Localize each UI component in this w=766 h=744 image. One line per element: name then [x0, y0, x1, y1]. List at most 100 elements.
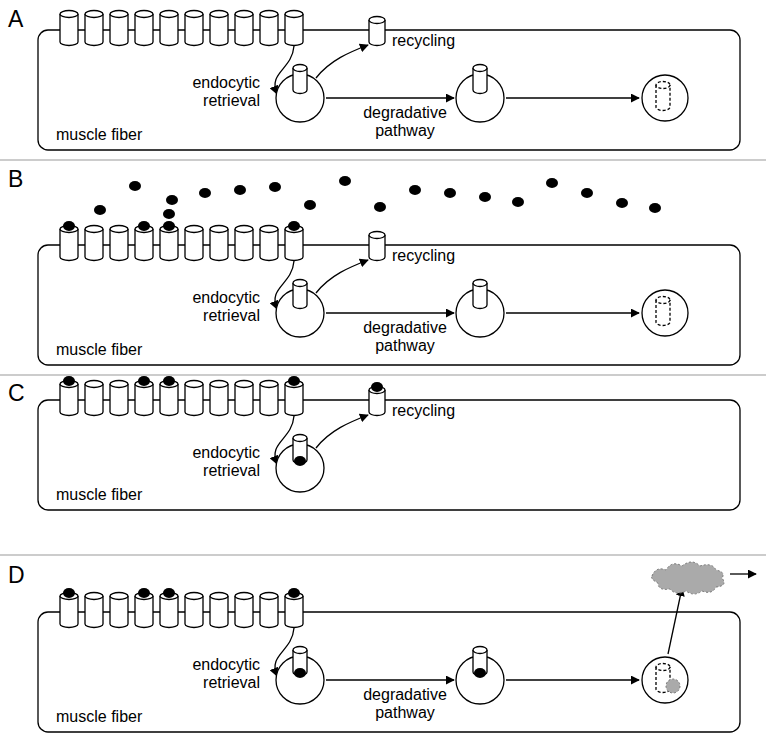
panel-figure — [38, 562, 756, 732]
channel-symbol — [110, 11, 128, 46]
pathway-arrow — [326, 679, 454, 680]
antibody-dot — [581, 188, 593, 198]
fiber-outline — [38, 30, 740, 150]
channel-symbol — [85, 593, 103, 628]
antibody-dot — [288, 588, 300, 598]
antibody-dot — [371, 382, 383, 392]
antibody-dot — [339, 176, 351, 186]
step-label: recycling — [392, 32, 455, 50]
channel-symbol — [235, 11, 253, 46]
channel-symbol — [235, 381, 253, 416]
panel-figure — [38, 176, 740, 365]
antibody-dot — [304, 200, 316, 210]
pathway-arrow — [730, 573, 756, 574]
antibody-dot — [269, 182, 281, 192]
channel-symbol — [260, 226, 278, 261]
fiber-label: muscle fiber — [56, 341, 142, 359]
channel-symbol — [210, 381, 228, 416]
fiber-outline — [38, 612, 740, 732]
antibody-dot — [234, 185, 246, 195]
panel-separator — [0, 375, 766, 376]
pathway-arrow — [668, 588, 682, 654]
vesicle — [642, 75, 688, 121]
degraded-fragment — [666, 679, 680, 693]
panel-letter: A — [8, 6, 23, 32]
step-label: degradative pathway — [350, 319, 460, 356]
step-label: recycling — [392, 247, 455, 265]
channel-symbol — [110, 226, 128, 261]
antibody-dot — [199, 188, 211, 198]
antibody-dot — [512, 197, 524, 207]
channel-symbol — [260, 381, 278, 416]
channel-symbol — [235, 593, 253, 628]
antibody-dot — [649, 203, 661, 213]
antibody-dot — [546, 178, 558, 188]
antibody-dot — [616, 198, 628, 208]
vesicle — [642, 657, 688, 703]
panel-figure — [38, 376, 740, 510]
channel-symbol — [235, 226, 253, 261]
antibody-dot — [163, 376, 175, 386]
channel-symbol — [285, 11, 303, 46]
channel-symbol — [293, 65, 307, 94]
channel-symbol — [260, 11, 278, 46]
antibody-dot — [409, 185, 421, 195]
channel-symbol — [185, 381, 203, 416]
panel-letter: B — [8, 166, 23, 192]
pathway-arrow — [506, 312, 639, 313]
pathway-arrow — [316, 415, 368, 448]
fiber-label: muscle fiber — [56, 126, 142, 144]
released-fragments — [652, 562, 724, 594]
channel-symbol — [185, 593, 203, 628]
step-label: endocytic retrieval — [150, 289, 260, 326]
antibody-dot — [63, 376, 75, 386]
antibody-dot — [138, 221, 150, 231]
antibody-dot — [94, 205, 106, 215]
pathway-arrow — [316, 260, 368, 293]
step-label: endocytic retrieval — [150, 656, 260, 693]
channel-symbol — [110, 593, 128, 628]
fiber-label: muscle fiber — [56, 708, 142, 726]
step-label: degradative pathway — [350, 686, 460, 723]
panel-letter: D — [8, 562, 25, 588]
antibody-dot — [129, 181, 141, 191]
antibody-dot — [138, 376, 150, 386]
channel-symbol — [210, 593, 228, 628]
vesicle — [642, 290, 688, 336]
channel-symbol — [85, 11, 103, 46]
panel-separator — [0, 555, 766, 556]
channel-symbol — [110, 381, 128, 416]
antibody-dot — [444, 188, 456, 198]
step-label: endocytic retrieval — [150, 74, 260, 111]
channel-symbol — [60, 11, 78, 46]
panel-letter: C — [8, 380, 25, 406]
channel-symbol — [369, 17, 385, 46]
antibody-dot — [163, 221, 175, 231]
muscle-fiber: muscle fiber — [38, 400, 740, 510]
pathway-arrow — [506, 97, 639, 98]
channel-symbol — [85, 226, 103, 261]
fiber-outline — [38, 245, 740, 365]
channel-symbol — [185, 226, 203, 261]
pathway-arrow — [326, 97, 454, 98]
step-label: recycling — [392, 402, 455, 420]
channel-symbol — [85, 381, 103, 416]
channel-symbol — [160, 11, 178, 46]
antibody-dot — [479, 192, 491, 202]
antibody-dot — [163, 588, 175, 598]
antibody-dot — [288, 221, 300, 231]
channel-symbol — [369, 232, 385, 261]
step-label: endocytic retrieval — [150, 444, 260, 481]
channel-symbol — [185, 11, 203, 46]
antibody-dot — [294, 456, 306, 466]
antibody-dot — [166, 195, 178, 205]
antibody-dot — [474, 668, 486, 678]
channel-symbol — [473, 65, 487, 94]
panel-figure — [38, 11, 740, 151]
fiber-outline — [38, 400, 740, 510]
step-label: degradative pathway — [350, 104, 460, 141]
antibody-dot — [138, 588, 150, 598]
channel-symbol — [656, 82, 670, 111]
antibody-dot — [63, 588, 75, 598]
